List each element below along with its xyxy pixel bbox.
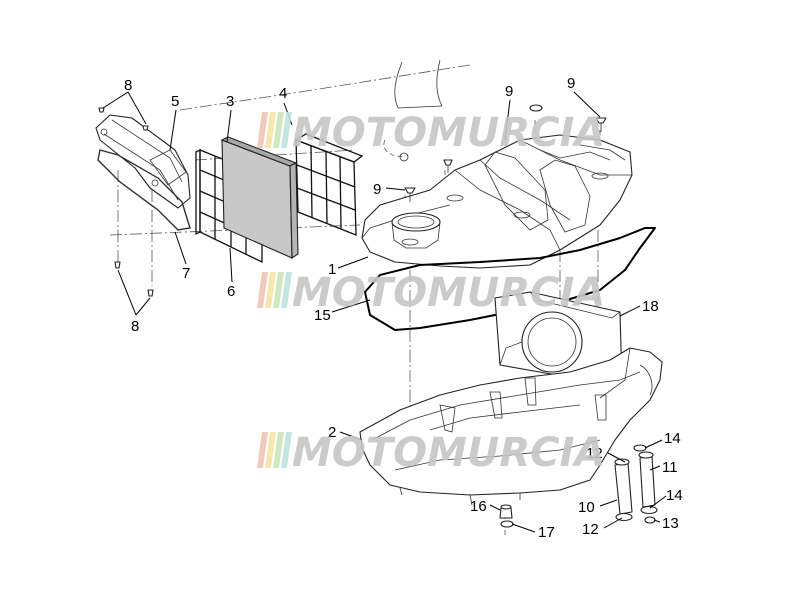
drain-hoses-and-clamps — [499, 444, 658, 528]
callout-10: 10 — [578, 499, 595, 516]
watermark-text: MOTOMURCIA — [292, 110, 605, 156]
intake-tubes — [383, 59, 443, 162]
watermark-stripes — [256, 432, 292, 468]
callout-9-a: 9 — [505, 83, 513, 100]
callout-7: 7 — [182, 265, 190, 282]
watermark-row-1: MOTOMURCIA — [256, 110, 605, 156]
part-1-airbox-cover — [361, 134, 633, 269]
watermark-stripes — [256, 112, 292, 148]
callout-6: 6 — [227, 283, 235, 300]
part-15-airbox-gasket — [364, 227, 656, 331]
callout-3: 3 — [226, 93, 234, 110]
callout-14-top: 14 — [664, 430, 681, 447]
callout-8-bottom: 8 — [131, 318, 139, 335]
part-4-filter-grid — [294, 133, 364, 236]
part-5-intake-snorkel — [95, 114, 191, 209]
callout-9-c: 9 — [373, 181, 381, 198]
watermark-text: MOTOMURCIA — [292, 430, 605, 476]
callout-17: 17 — [538, 524, 555, 541]
part-7-snorkel-gasket — [97, 149, 191, 231]
callout-2: 2 — [328, 424, 336, 441]
callout-12-bottom: 12 — [582, 521, 599, 538]
callout-15: 15 — [314, 307, 331, 324]
callout-labels: 8 5 3 4 9 9 9 7 6 8 1 15 18 2 14 12 11 1… — [124, 75, 683, 541]
callout-12-top: 12 — [586, 445, 603, 462]
callout-5: 5 — [171, 93, 179, 110]
watermark-text: MOTOMURCIA — [292, 270, 605, 316]
callout-14-bottom: 14 — [666, 487, 683, 504]
callout-11: 11 — [662, 459, 678, 476]
callout-16: 16 — [470, 498, 487, 515]
callout-4: 4 — [279, 85, 287, 102]
part-3-air-filter — [220, 136, 299, 260]
callout-9-b: 9 — [567, 75, 575, 92]
callout-8-top: 8 — [124, 77, 132, 94]
callout-13: 13 — [662, 515, 679, 532]
watermark-stripes — [256, 272, 292, 308]
callout-18: 18 — [642, 298, 659, 315]
screws — [98, 104, 607, 297]
callout-1: 1 — [328, 261, 336, 278]
watermark-row-2: MOTOMURCIA — [256, 270, 605, 316]
part-2-airbox-base — [359, 347, 663, 506]
watermark-row-3: MOTOMURCIA — [256, 430, 605, 476]
